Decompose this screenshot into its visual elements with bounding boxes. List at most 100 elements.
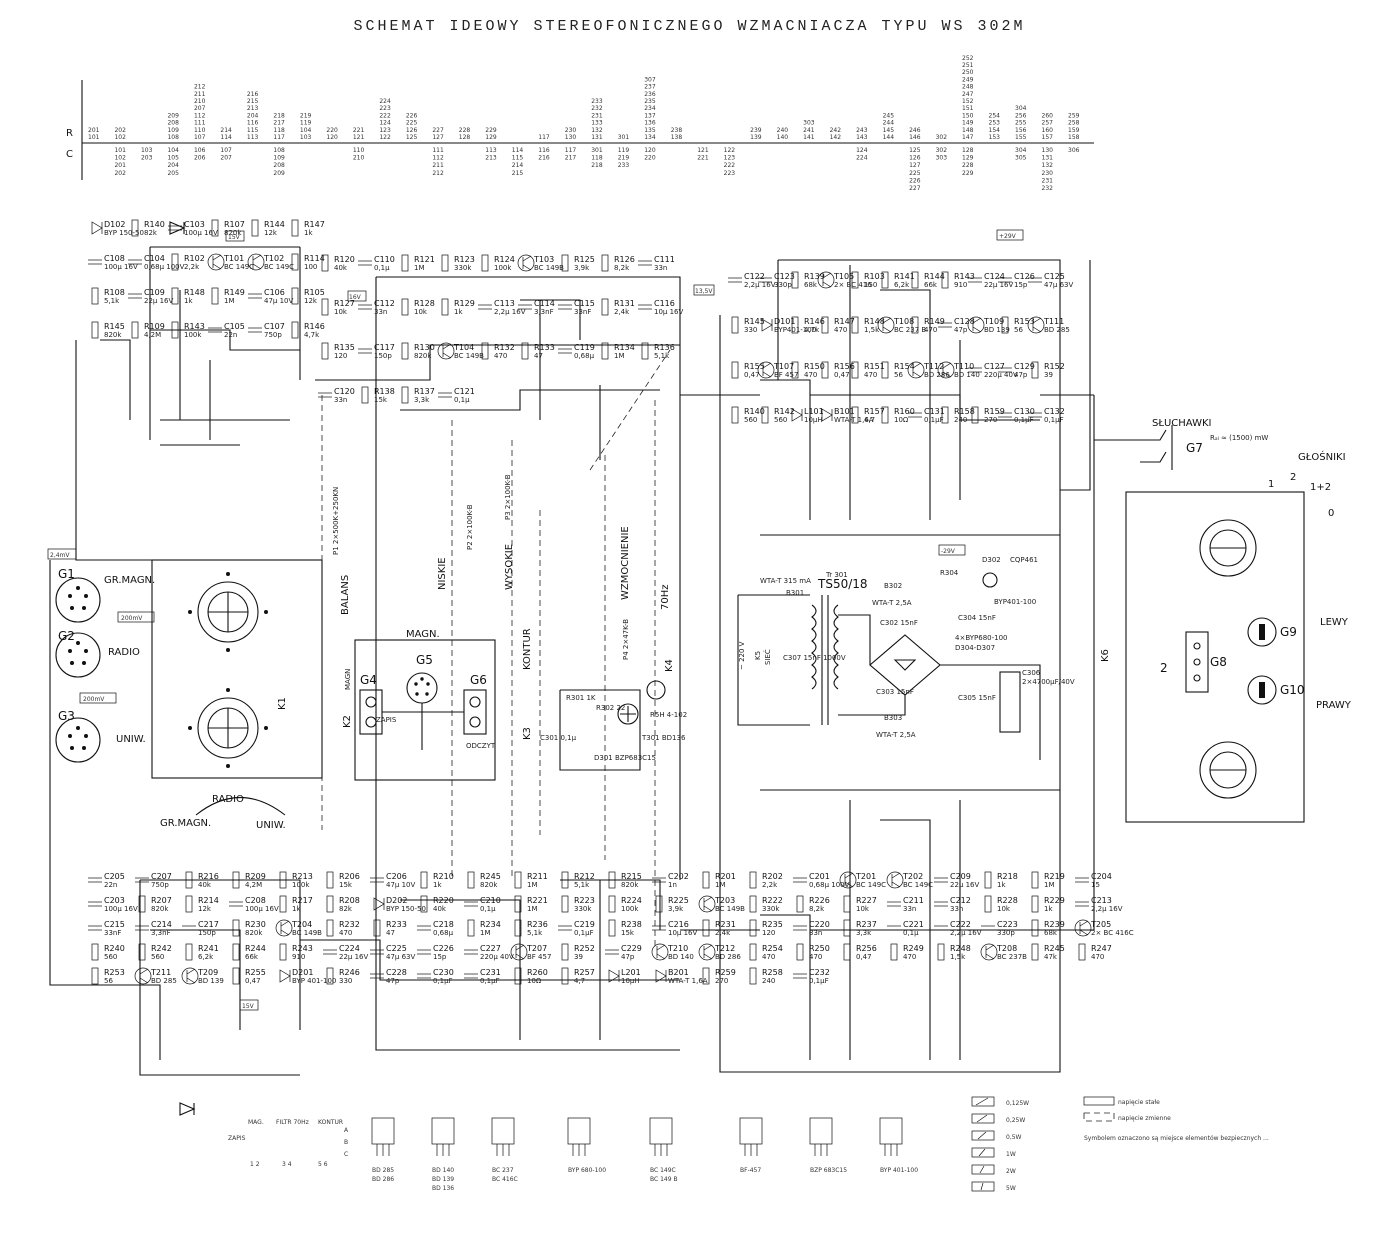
ref-c201: C201 [809, 872, 830, 881]
ref-r240: R240 [104, 944, 125, 953]
ref-r159: R159 [984, 407, 1005, 416]
index-r-value: 114 [220, 134, 232, 141]
selector-wafer-lower[interactable] [188, 688, 268, 768]
ref-r120: R120 [334, 255, 355, 264]
val-r120: 40k [334, 264, 348, 272]
ref-r222: R222 [762, 896, 783, 905]
index-r-value: 247 [962, 91, 974, 98]
index-r-value: 151 [962, 105, 974, 112]
val-r214: 12k [198, 905, 212, 913]
index-r-value: 131 [591, 134, 603, 141]
speaker-socket-g10[interactable]: G10 [1247, 675, 1305, 705]
index-c-value: 206 [194, 155, 206, 162]
index-c-value: 211 [432, 162, 444, 169]
ref-r230: R230 [245, 920, 266, 929]
package-5: BF-457 [739, 1117, 763, 1174]
headphone-jack[interactable] [1140, 425, 1173, 470]
index-r-value: 125 [406, 134, 418, 141]
val-r114: 100 [304, 263, 317, 271]
val-r152: 39 [1044, 371, 1053, 379]
speaker-wafer-lower[interactable] [1199, 741, 1257, 799]
index-r-value: 228 [459, 127, 471, 134]
val-t205: 2× BC 416C [1091, 929, 1134, 937]
package-name: BZP 683C15 [810, 1167, 847, 1174]
input-name-g2: RADIO [108, 647, 140, 658]
speaker-wafer-upper[interactable] [1199, 519, 1257, 577]
control-wysokie: WYSOKIE [504, 544, 515, 590]
jack-g4[interactable]: G4 [359, 673, 383, 735]
val-r155: 0,47 [744, 371, 760, 379]
ref-r141: R141 [894, 272, 915, 281]
ref-r121: R121 [414, 255, 435, 264]
rail-label-29v-neg: -29V [941, 548, 956, 555]
val-r259: 270 [715, 977, 728, 985]
headphones-id: G7 [1186, 441, 1203, 455]
ref-r114: R114 [304, 254, 325, 263]
ref-r227: R227 [856, 896, 877, 905]
ref-c223: C223 [997, 920, 1018, 929]
jack-g8[interactable]: G8 [1185, 631, 1227, 693]
din-socket-g2[interactable]: G2 RADIO [55, 629, 140, 678]
val-r147: 1k [304, 229, 313, 237]
ref-t212: T212 [714, 944, 735, 953]
index-r-value: 237 [644, 84, 656, 91]
index-c-value: 119 [618, 147, 630, 154]
index-c-value: 110 [353, 147, 365, 154]
din-g5[interactable]: G5 [406, 653, 438, 704]
control-kontur: KONTUR [522, 628, 533, 670]
rail-label-29v: +29V [999, 233, 1017, 240]
ref-r223: R223 [574, 896, 595, 905]
val-c227: 220μ 40V [480, 953, 514, 961]
ref-r258: R258 [762, 968, 783, 977]
ref-c122: C122 [744, 272, 765, 281]
val-t103: BC 149B [534, 264, 564, 272]
ref-r149: R149 [924, 317, 945, 326]
selector-wafer-upper[interactable] [188, 572, 268, 652]
val-r242: 560 [151, 953, 164, 961]
din-socket-g3[interactable]: G3 UNIW. [55, 709, 146, 763]
ps-c302: C302 15nF [880, 619, 918, 627]
jack-g6[interactable]: G6 [463, 673, 487, 735]
output-k6: K6 [1100, 649, 1111, 662]
ps-b302: B302 [884, 582, 902, 590]
legend-abc-a: A [344, 1127, 349, 1134]
index-r-value: 226 [406, 112, 418, 119]
ref-c131: C131 [924, 407, 945, 416]
ps-caps: 2×4700μF/40V [1022, 678, 1075, 686]
output-section: SŁUCHAWKI G7 Rₐₗ ≈ (1500) mW GŁOŚNIKI 1 … [1040, 395, 1352, 931]
ref-c231: C231 [480, 968, 501, 977]
din-socket-g1[interactable]: G1 GR.MAGN. [55, 567, 155, 623]
index-r-value: 142 [830, 134, 842, 141]
index-c-value: 128 [962, 147, 974, 154]
package-name: BD 285 [372, 1167, 394, 1174]
input-id-g3: G3 [58, 709, 75, 723]
ref-r108: R108 [104, 288, 125, 297]
ref-c121: C121 [454, 387, 475, 396]
index-r-value: 129 [485, 134, 497, 141]
index-c-value: 232 [1042, 185, 1054, 192]
speaker-socket-g9[interactable]: G9 [1247, 617, 1297, 647]
index-c-value: 220 [644, 155, 656, 162]
ref-r139: R139 [804, 272, 825, 281]
index-r-value: 245 [883, 112, 895, 119]
